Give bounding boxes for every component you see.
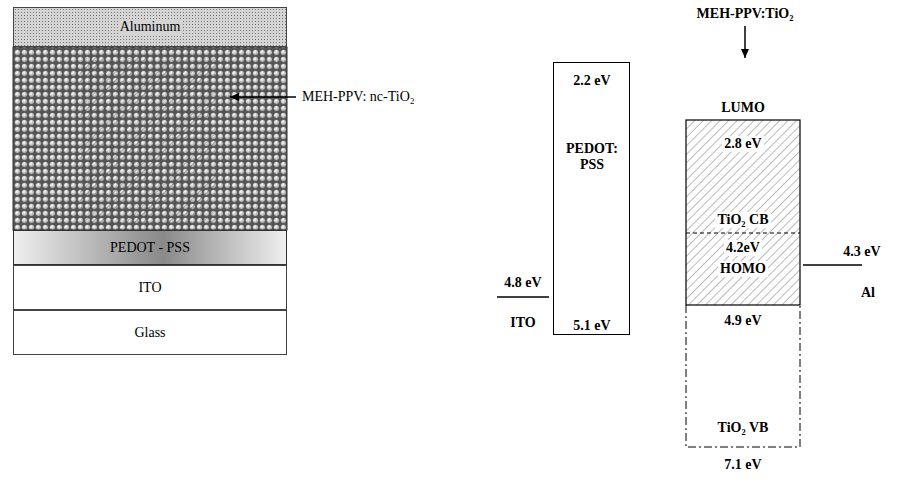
band-label: TiO₂ VB: [718, 420, 769, 436]
aluminum-layer: [13, 7, 287, 47]
band-label: Glass: [134, 325, 165, 341]
meh-ppv-band: LUMO2.8 eVTiO₂ CB4.2eVHOMO: [686, 120, 800, 305]
aluminum-layer-box: Aluminum: [13, 7, 287, 47]
tio2-vb-band: 4.9 eVTiO₂ VB7.1 eV: [686, 305, 800, 447]
band-label: TiO₂ CB: [715, 212, 770, 228]
leader-arrow: [230, 96, 296, 98]
band-label: Aluminum: [118, 19, 183, 35]
pedot-band: 2.2 eV PEDOT: PSS 5.1 eV: [553, 62, 630, 335]
annotation-label: MEH-PPV:TiO₂: [697, 6, 794, 22]
ito-level: [497, 296, 549, 298]
annotation-label: ITO: [510, 315, 535, 331]
band-label: PEDOT: PSS: [561, 141, 623, 173]
band-label: 4.2eV: [724, 240, 762, 256]
pedot-layer-box: PEDOT - PSS: [13, 230, 287, 265]
band-label: 7.1 eV: [724, 457, 761, 473]
band-label: LUMO: [719, 100, 767, 116]
pointer-arrow: [744, 26, 746, 58]
active-layer: [13, 47, 287, 230]
band-label: PEDOT - PSS: [110, 240, 190, 256]
band-label: 2.8 eV: [722, 136, 763, 152]
al-level: [803, 264, 862, 266]
vb-outline: [686, 305, 800, 447]
active-region: [80, 58, 215, 223]
band-label: HOMO: [718, 261, 768, 277]
annotation-label: 4.8 eV: [504, 275, 541, 291]
ito-layer-box: ITO: [13, 265, 287, 310]
glass-layer-box: Glass: [13, 310, 287, 355]
cb-level: [686, 233, 800, 234]
band-label: 4.9 eV: [724, 313, 761, 329]
hatched-band: [686, 120, 800, 305]
band-label: 5.1 eV: [573, 318, 610, 334]
annotation-label: MEH-PPV: nc-TiO₂: [302, 89, 415, 105]
annotation-label: 4.3 eV: [843, 244, 880, 260]
band-label: ITO: [138, 280, 161, 296]
band-label: 2.2 eV: [573, 73, 610, 89]
annotation-label: Al: [861, 285, 875, 301]
